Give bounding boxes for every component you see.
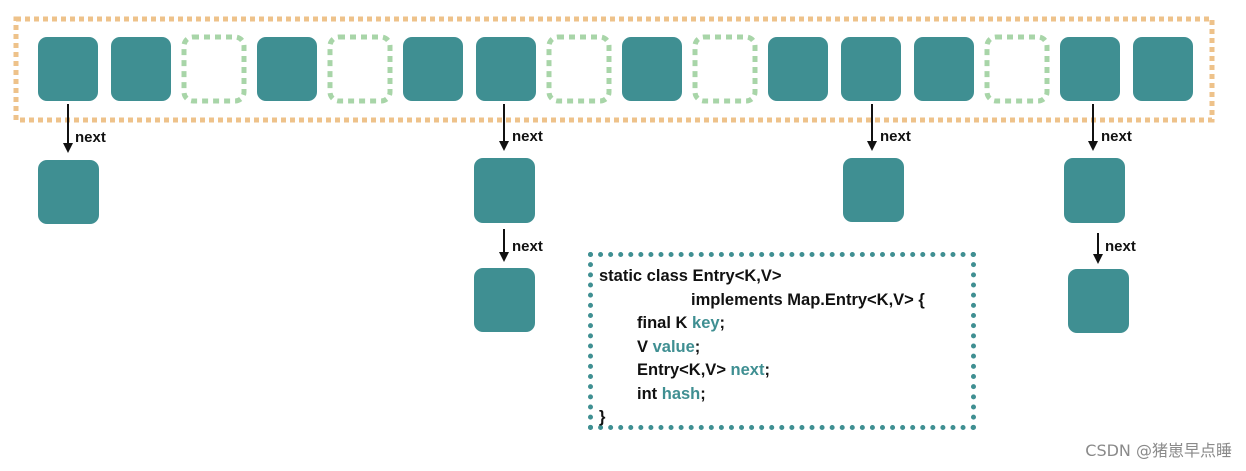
empty-bucket-slot bbox=[181, 34, 247, 104]
chain-entry-node bbox=[38, 160, 99, 224]
bucket-node bbox=[622, 37, 682, 101]
next-label: next bbox=[1101, 128, 1132, 145]
chain-entry-node bbox=[1068, 269, 1129, 333]
bucket-slots bbox=[38, 34, 1193, 104]
code-text: ; bbox=[764, 361, 770, 379]
field-name: value bbox=[652, 337, 695, 356]
next-label: next bbox=[75, 129, 106, 146]
code-line: } bbox=[599, 408, 606, 426]
next-label: next bbox=[880, 128, 911, 145]
code-line: V value; bbox=[599, 336, 971, 360]
code-line: Entry<K,V> next; bbox=[599, 359, 971, 383]
code-text: ; bbox=[719, 314, 726, 332]
code-line: int hash; bbox=[599, 383, 971, 407]
bucket-node bbox=[1133, 37, 1193, 101]
entry-class-code-box: static class Entry<K,V> implements Map.E… bbox=[588, 252, 976, 430]
code-line: static class Entry<K,V> bbox=[599, 267, 782, 285]
next-label: next bbox=[1105, 238, 1136, 255]
code-text: int bbox=[637, 384, 662, 403]
code-text: V bbox=[637, 337, 653, 356]
next-label: next bbox=[512, 238, 543, 255]
empty-bucket-slot bbox=[692, 34, 758, 104]
bucket-node bbox=[1060, 37, 1120, 101]
empty-bucket-slot bbox=[327, 34, 393, 104]
bucket-node bbox=[403, 37, 463, 101]
next-label: next bbox=[512, 128, 543, 145]
code-text: Entry<K,V> bbox=[637, 361, 731, 379]
code-text: ; bbox=[700, 384, 706, 403]
chain-entry-node bbox=[474, 158, 535, 223]
code-line: final K key; bbox=[599, 312, 971, 336]
bucket-node bbox=[476, 37, 536, 101]
bucket-node bbox=[111, 37, 171, 101]
code-text: ; bbox=[694, 337, 701, 356]
bucket-node bbox=[38, 37, 98, 101]
code-line: implements Map.Entry<K,V> { bbox=[691, 290, 925, 309]
bucket-node bbox=[257, 37, 317, 101]
bucket-array-border bbox=[13, 16, 1215, 123]
empty-bucket-slot bbox=[984, 34, 1050, 104]
chain-entry-node bbox=[843, 158, 904, 222]
chain-entry-node bbox=[474, 268, 535, 332]
code-text: final K bbox=[637, 314, 693, 332]
field-name: hash bbox=[661, 384, 701, 403]
bucket-node bbox=[768, 37, 828, 101]
empty-bucket-slot bbox=[546, 34, 612, 104]
chain-entry-node bbox=[1064, 158, 1125, 223]
field-name: key bbox=[692, 314, 720, 332]
bucket-node bbox=[914, 37, 974, 101]
bucket-node bbox=[841, 37, 901, 101]
watermark: CSDN @猪崽早点睡 bbox=[1085, 441, 1232, 460]
field-name: next bbox=[730, 361, 765, 379]
